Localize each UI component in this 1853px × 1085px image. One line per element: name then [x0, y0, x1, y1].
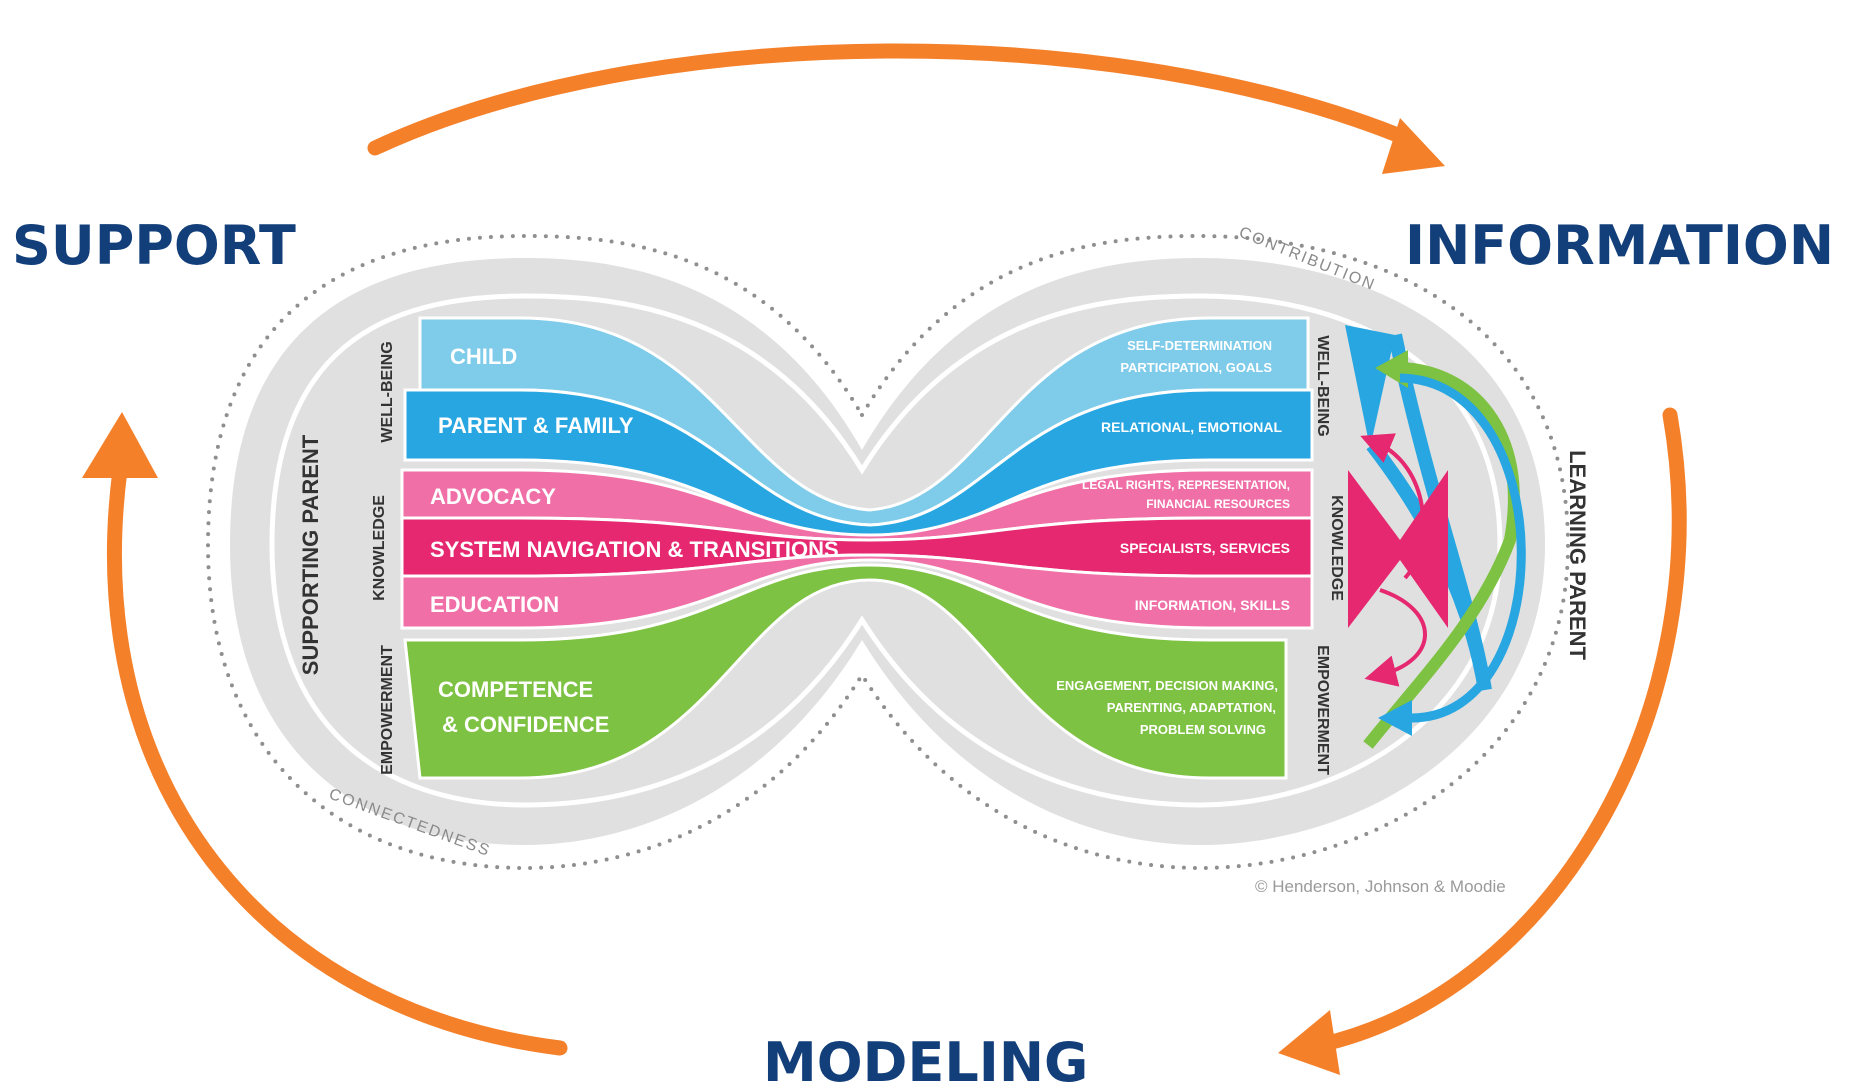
label-self-determination-1: SELF-DETERMINATION	[1127, 338, 1272, 353]
label-information: INFORMATION	[1405, 214, 1834, 277]
pink-arrow-up	[1360, 433, 1426, 580]
orange-cycle-arrows	[82, 43, 1687, 1075]
left-category-empowerment: EMPOWERMENT	[379, 645, 396, 775]
copyright-text: © Henderson, Johnson & Moodie	[1255, 877, 1506, 896]
arrow-information-to-modeling	[1312, 407, 1687, 1053]
label-system-navigation: SYSTEM NAVIGATION & TRANSITIONS	[430, 537, 839, 562]
blue-large-arrow-up	[1345, 325, 1395, 448]
arrow-head-support	[82, 412, 158, 478]
label-education: EDUCATION	[430, 592, 559, 617]
green-arrow-body	[1363, 362, 1520, 749]
green-arrow-head	[1375, 350, 1408, 388]
right-category-wellbeing: WELL-BEING	[1314, 335, 1331, 436]
label-engagement-2: PARENTING, ADAPTATION,	[1107, 700, 1276, 715]
label-legal-2: FINANCIAL RESOURCES	[1146, 497, 1290, 511]
label-relational: RELATIONAL, EMOTIONAL	[1101, 419, 1282, 435]
label-parent-family: PARENT & FAMILY	[438, 413, 634, 438]
label-supporting-parent: SUPPORTING PARENT	[298, 434, 323, 675]
right-category-empowerment: EMPOWERMENT	[1314, 645, 1331, 775]
arrow-support-to-information	[367, 43, 1418, 156]
blue-loop-arrow	[1399, 373, 1526, 723]
label-legal-1: LEGAL RIGHTS, REPRESENTATION,	[1082, 478, 1290, 492]
label-child: CHILD	[450, 344, 517, 369]
inner-white-outline	[269, 293, 1503, 808]
label-specialists: SPECIALISTS, SERVICES	[1120, 540, 1290, 556]
label-support: SUPPORT	[12, 214, 296, 277]
band-education	[400, 553, 1314, 630]
arrow-head-information	[1382, 118, 1445, 174]
bands	[400, 316, 1314, 780]
label-engagement-3: PROBLEM SOLVING	[1140, 722, 1266, 737]
label-modeling: MODELING	[763, 1031, 1088, 1085]
arrow-head-modeling	[1278, 1010, 1340, 1075]
right-band-labels: SELF-DETERMINATION PARTICIPATION, GOALS …	[1056, 338, 1290, 737]
label-advocacy: ADVOCACY	[430, 484, 556, 509]
arrow-modeling-to-support	[106, 462, 568, 1056]
left-band-labels: CHILD PARENT & FAMILY ADVOCACY SYSTEM NA…	[430, 344, 839, 737]
left-category-wellbeing: WELL-BEING	[379, 341, 396, 442]
label-competence-line1: COMPETENCE	[438, 677, 593, 702]
label-competence-line2: & CONFIDENCE	[442, 712, 609, 737]
label-learning-parent: LEARNING PARENT	[1565, 450, 1590, 660]
label-engagement-1: ENGAGEMENT, DECISION MAKING,	[1056, 678, 1278, 693]
pink-arrow-down	[1364, 588, 1427, 687]
band-competence	[403, 563, 1288, 780]
left-category-knowledge: KNOWLEDGE	[371, 495, 388, 601]
right-category-knowledge: KNOWLEDGE	[1328, 495, 1345, 601]
label-self-determination-2: PARTICIPATION, GOALS	[1120, 360, 1272, 375]
label-information-skills: INFORMATION, SKILLS	[1135, 597, 1290, 613]
blue-loop-arrow-head	[1378, 700, 1412, 736]
feedback-arrows	[1345, 325, 1526, 749]
